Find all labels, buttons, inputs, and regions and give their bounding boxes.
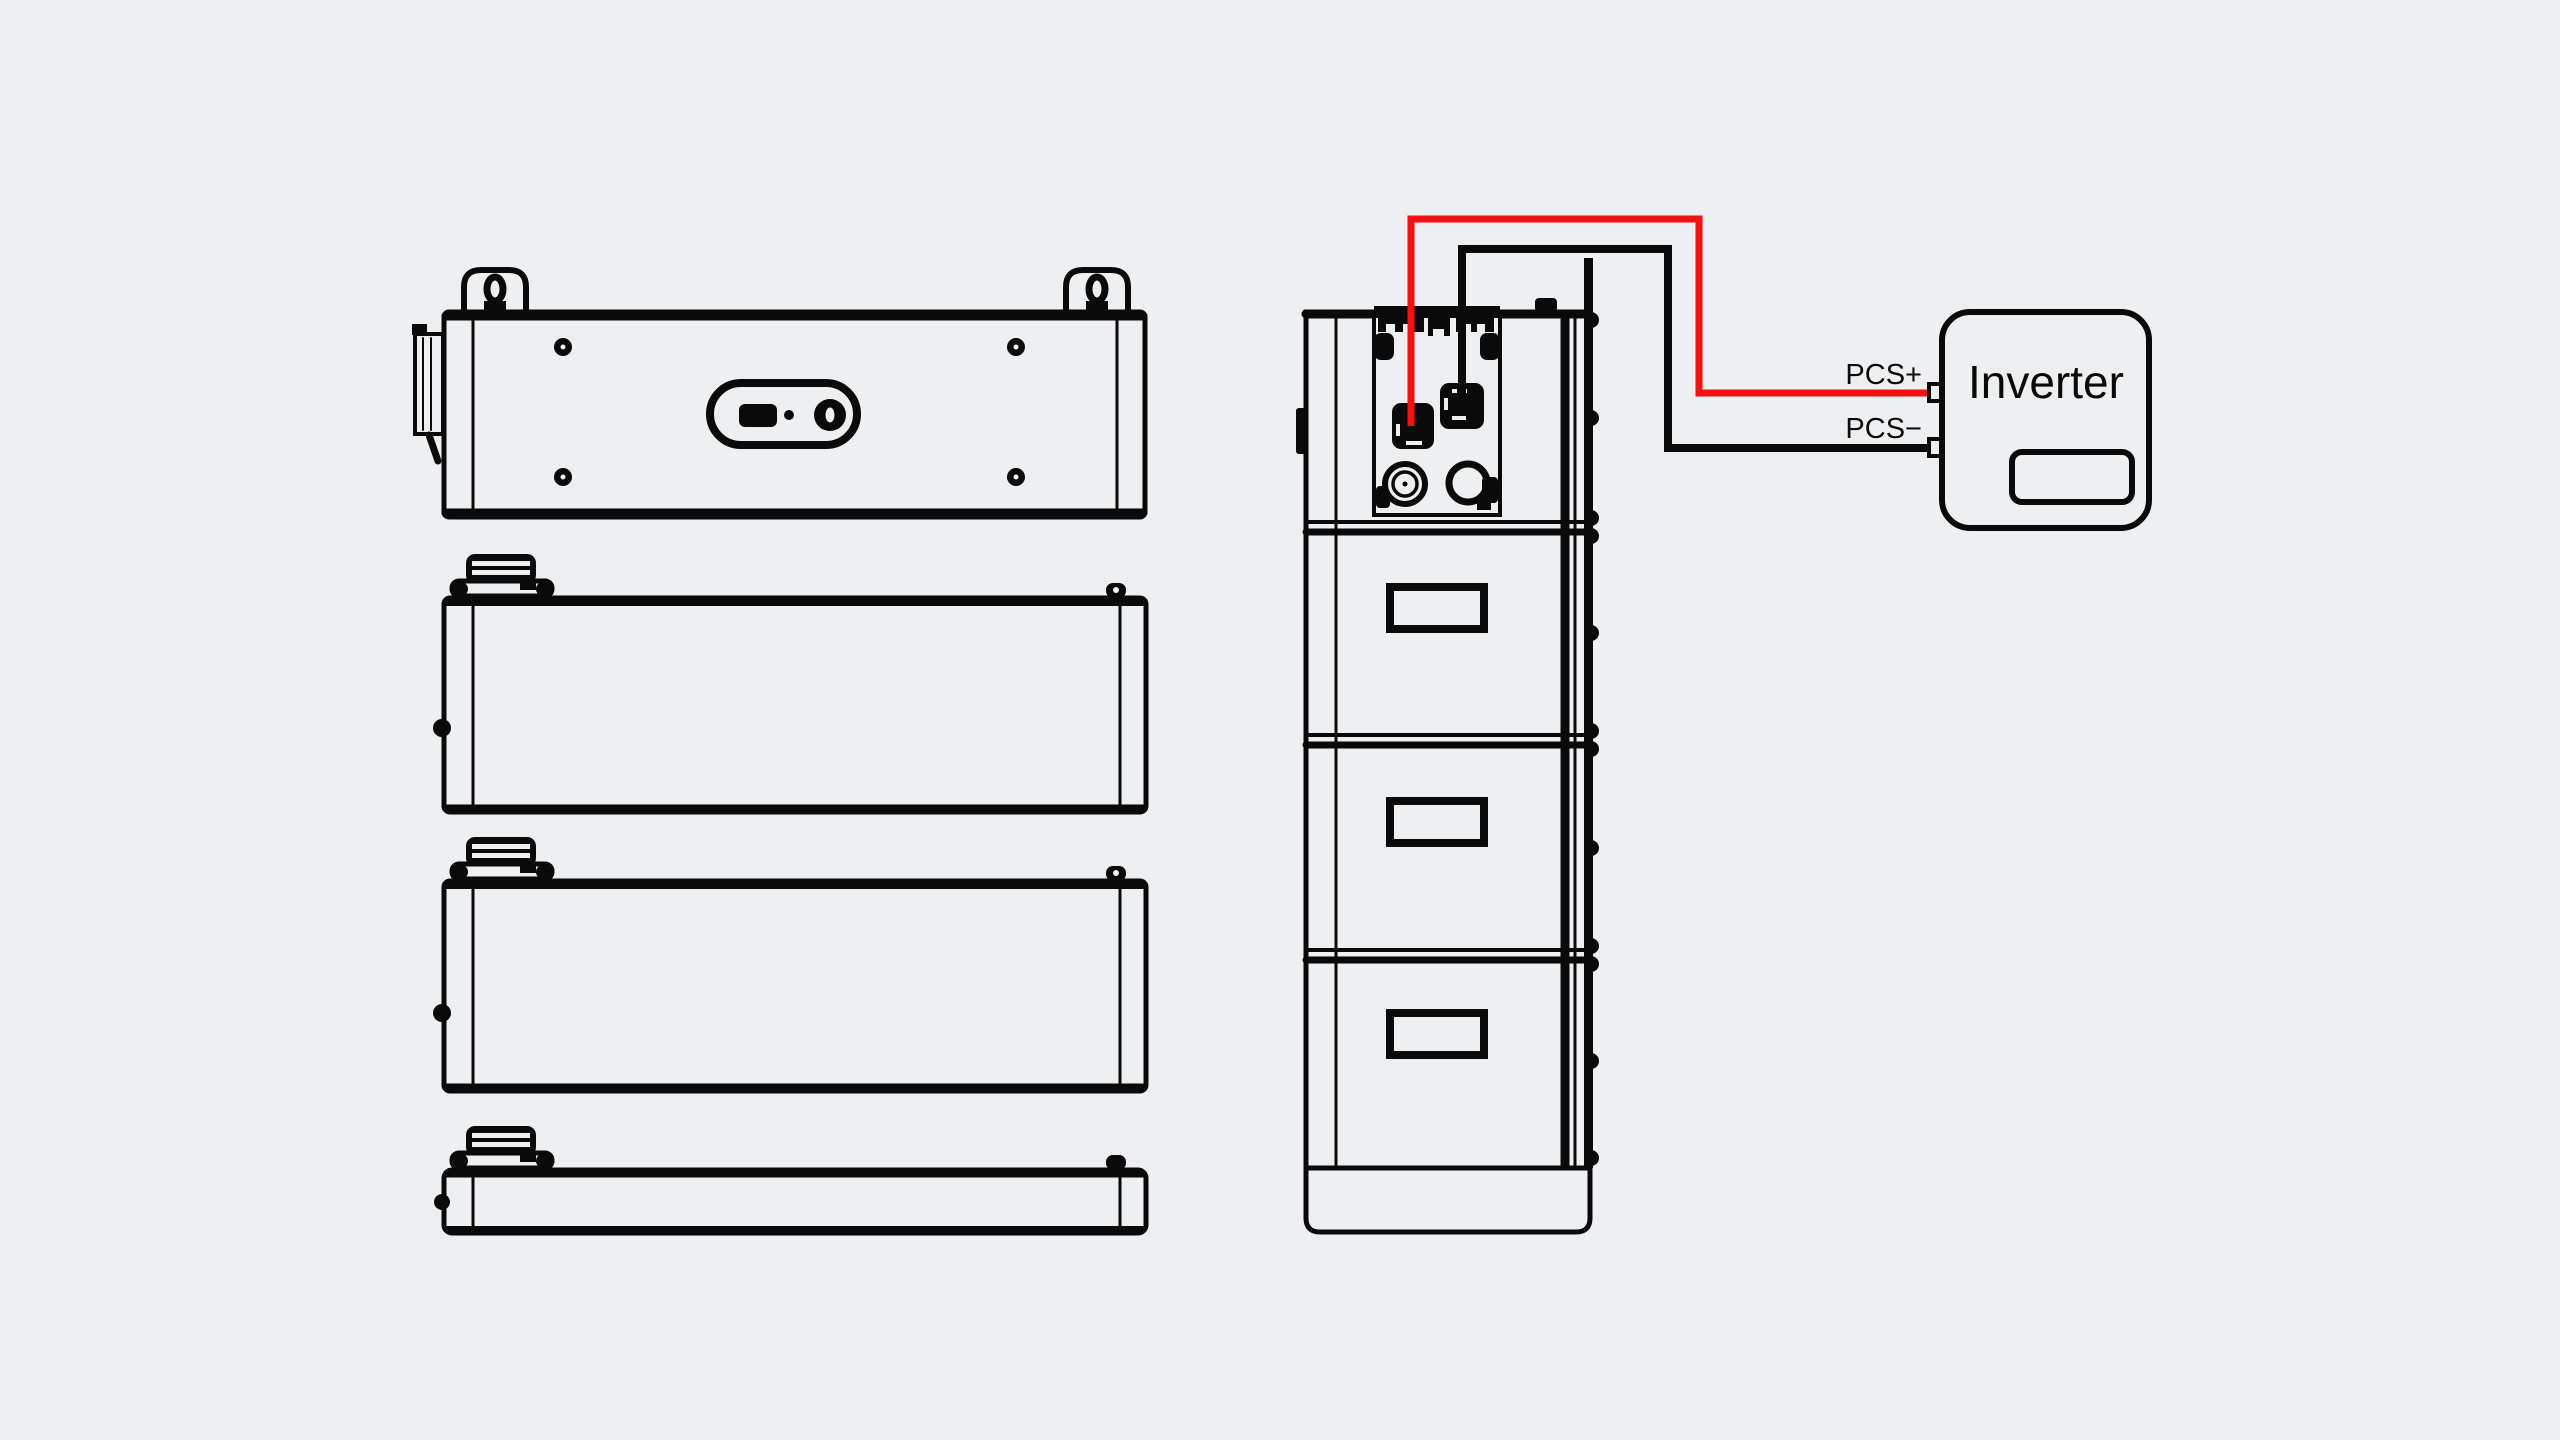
ear-hole-left xyxy=(483,273,507,305)
oval-connector-recess xyxy=(706,379,861,449)
section-boundaries xyxy=(1302,520,1593,964)
oval-recess-outline xyxy=(706,379,861,449)
module-body xyxy=(441,595,1149,815)
wire-pcs-positive xyxy=(1407,215,1930,426)
wire-pcs-negative xyxy=(1458,245,1930,452)
ear-tab-left xyxy=(484,301,506,312)
power-button-slot xyxy=(825,407,835,423)
data-connector-icon xyxy=(739,404,777,427)
handle-cutout xyxy=(1386,583,1488,633)
battery-base-front-view xyxy=(434,1126,1149,1236)
recess-top-band xyxy=(1374,306,1500,318)
side-bracket xyxy=(412,324,445,465)
pcs-positive-label: PCS+ xyxy=(1845,359,1922,391)
inverter-label: Inverter xyxy=(1968,356,2124,408)
module-body xyxy=(441,878,1149,1094)
side-latch-bump xyxy=(433,719,451,737)
screws xyxy=(554,338,1025,486)
side-hinge-bumps xyxy=(1591,312,1599,1166)
inverter-display xyxy=(2009,449,2135,505)
top-handle-connector xyxy=(449,1126,555,1171)
bracket-cap xyxy=(412,324,427,335)
round-port-right xyxy=(1445,460,1498,510)
pcs-negative-label: PCS− xyxy=(1845,413,1922,445)
corner-ear xyxy=(1106,1155,1126,1170)
ear-tab-right xyxy=(1086,301,1108,312)
inverter: Inverter xyxy=(1927,309,2152,531)
tower-control-panel xyxy=(1372,306,1502,517)
indicator-dot-icon xyxy=(784,410,794,420)
panel-clip-left xyxy=(1374,333,1394,360)
bracket-pin xyxy=(425,431,442,465)
side-latch-bump xyxy=(433,1004,451,1022)
tower-base xyxy=(1303,1165,1593,1235)
ear-hole-right xyxy=(1085,273,1109,305)
battery-module-front-view-2 xyxy=(433,837,1149,1094)
battery-tower-side-view xyxy=(1296,258,1599,1235)
control-unit-front-view xyxy=(412,267,1148,520)
battery-module-front-view-1 xyxy=(433,554,1149,815)
top-handle-connector xyxy=(449,837,555,882)
tower-back-bar xyxy=(1584,258,1593,1168)
side-latch-bump xyxy=(434,1194,450,1210)
round-port-left xyxy=(1376,461,1428,508)
exploded-stack xyxy=(412,267,1149,1236)
bracket-outline xyxy=(413,332,445,436)
tower-top-tab xyxy=(1535,298,1557,312)
handle-cutout xyxy=(1386,797,1488,847)
top-handle-connector xyxy=(449,554,555,599)
panel-clip-right xyxy=(1480,333,1500,360)
tower-left-hinge xyxy=(1296,408,1306,454)
base-body xyxy=(441,1167,1149,1236)
handle-cutout xyxy=(1386,1009,1488,1059)
